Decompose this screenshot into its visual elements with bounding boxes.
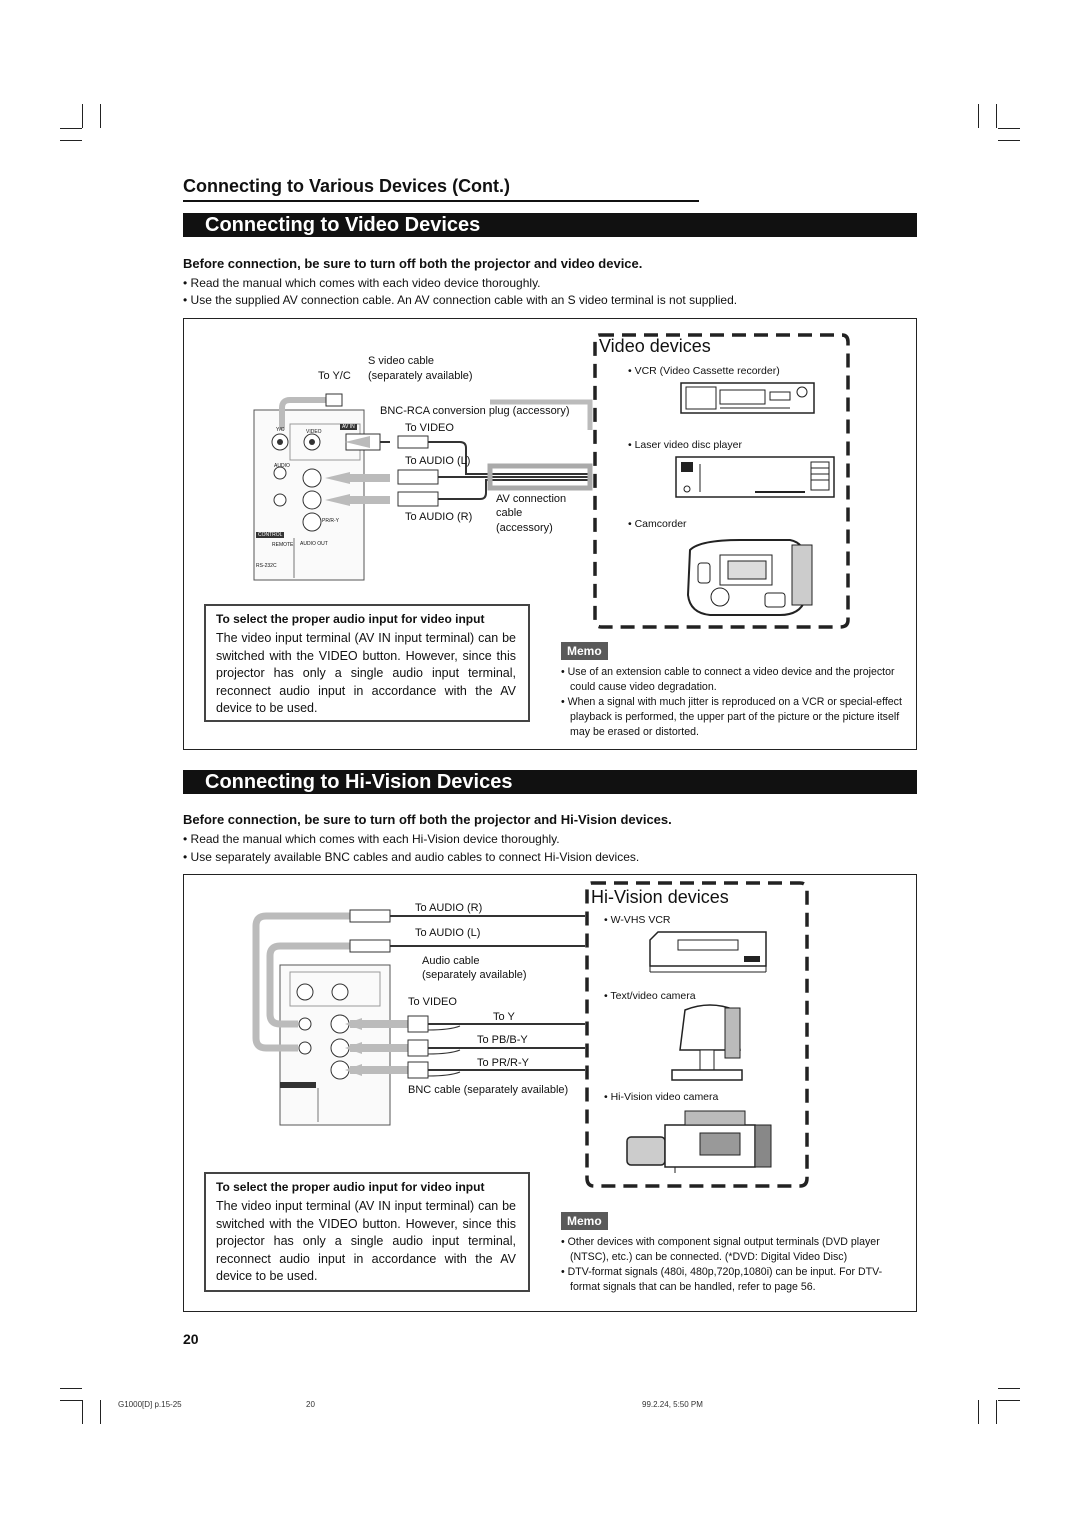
vcr-icon — [680, 382, 815, 414]
hivision-memo-list: • Other devices with component signal ou… — [561, 1235, 909, 1295]
panel-label-video: VIDEO — [306, 429, 322, 435]
hv-label-bnc-cable: BNC cable (separately available) — [408, 1084, 569, 1096]
video-device-vcr: • VCR (Video Cassette recorder) — [628, 365, 780, 377]
memo-item: • Use of an extension cable to connect a… — [561, 666, 895, 693]
crop-mark — [82, 104, 83, 128]
panel-label-avin: AV IN — [340, 424, 357, 430]
crop-mark — [60, 128, 82, 129]
memo-item: • When a signal with much jitter is repr… — [561, 696, 902, 738]
hv-device-wvhs: • W-VHS VCR — [604, 914, 671, 926]
hivision-section-title: Connecting to Hi-Vision Devices — [183, 770, 917, 794]
video-device-camcorder: • Camcorder — [628, 518, 687, 530]
camcorder-icon — [686, 539, 813, 616]
video-connection-panel — [183, 318, 917, 750]
label-to-audio-r: To AUDIO (R) — [405, 511, 473, 523]
hv-label-separately-available: (separately available) — [422, 969, 527, 981]
crop-mark — [978, 104, 979, 128]
crop-mark — [60, 140, 82, 141]
laser-disc-player-icon — [675, 456, 835, 498]
hivision-connection-diagram — [252, 909, 585, 1126]
video-warning: Before connection, be sure to turn off b… — [183, 256, 643, 271]
panel-label-pby: PR/R-Y — [322, 518, 339, 524]
panel-label-remote: REMOTE — [272, 542, 294, 548]
hv-label-to-audio-r: To AUDIO (R) — [415, 902, 483, 914]
footer-right: 99.2.24, 5:50 PM — [642, 1400, 703, 1409]
video-section-title: Connecting to Video Devices — [183, 213, 917, 237]
hivision-bullet-2: • Use separately available BNC cables an… — [183, 850, 640, 864]
crop-mark — [100, 1400, 101, 1424]
hv-device-text-camera: • Text/video camera — [604, 990, 696, 1002]
panel-label-audio: AUDIO — [274, 463, 290, 469]
crop-mark — [60, 1400, 82, 1401]
video-bullet-2: • Use the supplied AV connection cable. … — [183, 293, 738, 307]
hivision-connection-panel — [183, 874, 917, 1312]
crop-mark — [100, 104, 101, 128]
video-memo-tag: Memo — [561, 642, 608, 660]
label-bnc-rca: BNC-RCA conversion plug (accessory) — [380, 405, 570, 417]
video-note-title: To select the proper audio input for vid… — [216, 612, 485, 626]
panel-label-rs232c: RS-232C — [256, 563, 277, 569]
crop-mark — [60, 1388, 82, 1389]
crop-mark — [998, 140, 1020, 141]
hivision-devices-title: Hi-Vision devices — [591, 887, 729, 907]
footer-left: G1000[D] p.15-25 — [118, 1400, 182, 1409]
crop-mark — [998, 128, 1020, 129]
label-to-audio-l: To AUDIO (L) — [405, 455, 471, 467]
panel-label-control: CONTROL — [258, 532, 283, 538]
video-memo-list: • Use of an extension cable to connect a… — [561, 665, 907, 740]
video-bullet-1: • Read the manual which comes with each … — [183, 276, 541, 290]
hv-label-to-pb: To PB/B-Y — [477, 1034, 528, 1046]
hivision-warning: Before connection, be sure to turn off b… — [183, 812, 672, 827]
crop-mark — [998, 1388, 1020, 1389]
crop-mark — [996, 104, 997, 128]
hv-label-audio-cable: Audio cable — [422, 955, 480, 967]
crop-mark — [978, 1400, 979, 1424]
hv-device-video-camera: • Hi-Vision video camera — [604, 1091, 719, 1103]
hv-label-to-pr: To PR/R-Y — [477, 1057, 529, 1069]
label-to-yc: To Y/C — [318, 370, 351, 382]
w-vhs-vcr-icon — [649, 931, 767, 973]
memo-item: • Other devices with component signal ou… — [561, 1236, 880, 1263]
video-devices-box — [593, 333, 850, 629]
label-av-cable-1: AV connection — [496, 493, 567, 505]
video-devices-title: Video devices — [599, 336, 711, 356]
label-separately-available: (separately available) — [368, 370, 473, 382]
video-audio-note: To select the proper audio input for vid… — [204, 604, 530, 722]
video-note-body: The video input terminal (AV IN input te… — [216, 631, 516, 715]
crop-mark — [996, 1400, 997, 1424]
panel-label-audio-out: AUDIO OUT — [300, 541, 328, 547]
footer-center: 20 — [306, 1400, 315, 1409]
hv-label-to-video: To VIDEO — [408, 996, 457, 1008]
hivision-note-body: The video input terminal (AV IN input te… — [216, 1199, 516, 1283]
hivision-bullet-1: • Read the manual which comes with each … — [183, 832, 560, 846]
page-subtitle: Connecting to Various Devices (Cont.) — [183, 176, 511, 196]
label-s-video-cable: S video cable — [368, 355, 435, 367]
panel-label-yc: Y/C — [276, 427, 285, 433]
crop-mark — [82, 1400, 83, 1424]
memo-item: • DTV-format signals (480i, 480p,720p,10… — [561, 1266, 883, 1293]
label-av-cable-3: (accessory) — [496, 522, 553, 534]
hivision-memo-tag: Memo — [561, 1212, 608, 1230]
label-to-video: To VIDEO — [405, 422, 454, 434]
page-number: 20 — [183, 1331, 199, 1347]
hivision-note-title: To select the proper audio input for vid… — [216, 1180, 485, 1194]
video-connection-diagram — [253, 393, 593, 581]
hivision-devices-box — [585, 881, 809, 1188]
hv-label-to-y: To Y — [493, 1011, 515, 1023]
video-device-ld: • Laser video disc player — [628, 439, 742, 451]
label-av-cable-2: cable — [496, 507, 523, 519]
hv-label-to-audio-l: To AUDIO (L) — [415, 927, 481, 939]
text-video-camera-icon — [671, 1004, 743, 1081]
subtitle-underline — [183, 200, 699, 202]
hivision-audio-note: To select the proper audio input for vid… — [204, 1172, 530, 1292]
crop-mark — [998, 1400, 1020, 1401]
hivision-camera-icon — [626, 1110, 772, 1173]
